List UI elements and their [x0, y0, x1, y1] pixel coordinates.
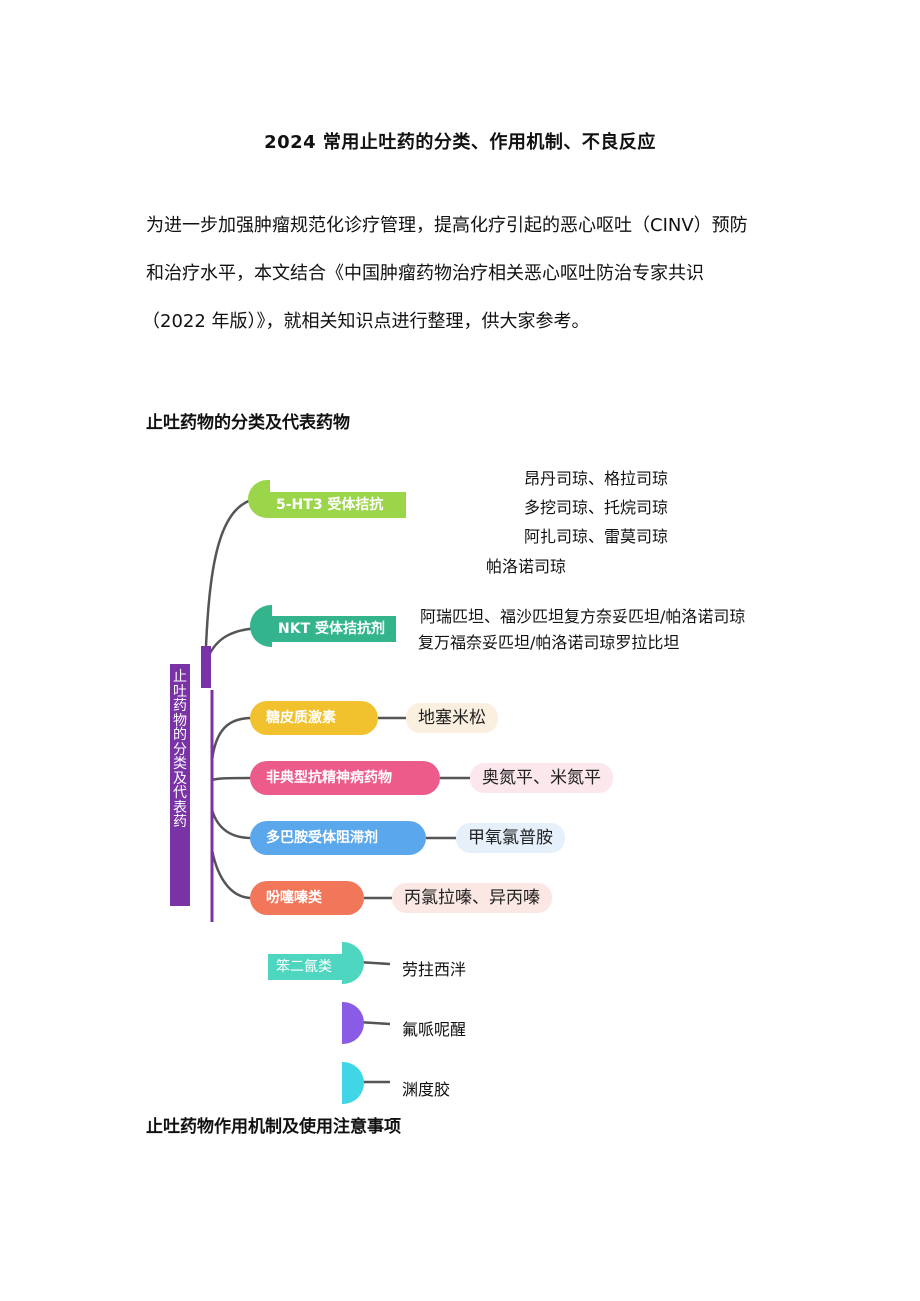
drug-nkt-2: 复万福奈妥匹坦/帕洛诺司琼罗拉比坦 — [418, 633, 680, 652]
leaf-purple: 氟哌呢醒 — [402, 1020, 467, 1039]
branch-dopamine: 多巴胺受体阻滞剂 — [250, 821, 426, 855]
mindmap-root: 止吐药物的分类及代表药 — [170, 664, 190, 906]
leaf-glucocorticoid: 地塞米松 — [406, 703, 498, 733]
branch-glucocorticoid: 糖皮质激素 — [250, 701, 378, 735]
drug-5ht3-1: 昂丹司琼、格拉司琼 — [524, 469, 669, 488]
branch-antipsychotic: 非典型抗精神病药物 — [250, 761, 440, 795]
branch-phenothiazine: 吩噻嗪类 — [250, 881, 364, 915]
drug-nkt-1: 阿瑞匹坦、福沙匹坦复方奈妥匹坦/帕洛诺司琼 — [420, 607, 746, 626]
branch-5ht3-cap — [248, 480, 270, 518]
branch-nkt-label: NKT 受体拮抗剂 — [270, 616, 396, 642]
leaf-benzodiazepine: 劳拄西泮 — [402, 960, 467, 979]
leaf-dopamine: 甲氧氯普胺 — [456, 823, 565, 853]
leaf-cyan: 渊度胶 — [402, 1080, 451, 1099]
intro-line-2: 和治疗水平，本文结合《中国肿瘤药物治疗相关恶心呕吐防治专家共识 — [146, 263, 704, 284]
intro-line-3: （2022 年版）》，就相关知识点进行整理，供大家参考。 — [142, 311, 590, 332]
fan-teal — [342, 942, 364, 984]
leaf-antipsychotic: 奥氮平、米氮平 — [470, 763, 613, 793]
drug-5ht3-3: 阿扎司琼、雷莫司琼 — [524, 527, 669, 546]
drug-5ht3-2: 多挖司琼、托烷司琼 — [524, 498, 669, 517]
drug-5ht3-4: 帕洛诺司琼 — [486, 557, 567, 576]
fan-cyan — [342, 1062, 364, 1104]
intro-line-1: 为进一步加强肿瘤规范化诊疗管理，提高化疗引起的恶心呕吐（CINV）预防 — [146, 215, 748, 236]
branch-benzodiazepine: 笨二氤类 — [268, 954, 342, 980]
page-title: 2024 常用止吐药的分类、作用机制、不良反应 — [264, 132, 656, 153]
leaf-phenothiazine: 丙氯拉嗪、异丙嗪 — [392, 883, 552, 913]
branch-5ht3-label: 5-HT3 受体拮抗 — [268, 492, 406, 518]
section-heading-mechanism: 止吐药物作用机制及使用注意事项 — [146, 1117, 401, 1137]
branch-nkt-cap — [250, 605, 272, 647]
section-heading-classification: 止吐药物的分类及代表药物 — [146, 413, 350, 433]
fan-purple — [342, 1002, 364, 1044]
